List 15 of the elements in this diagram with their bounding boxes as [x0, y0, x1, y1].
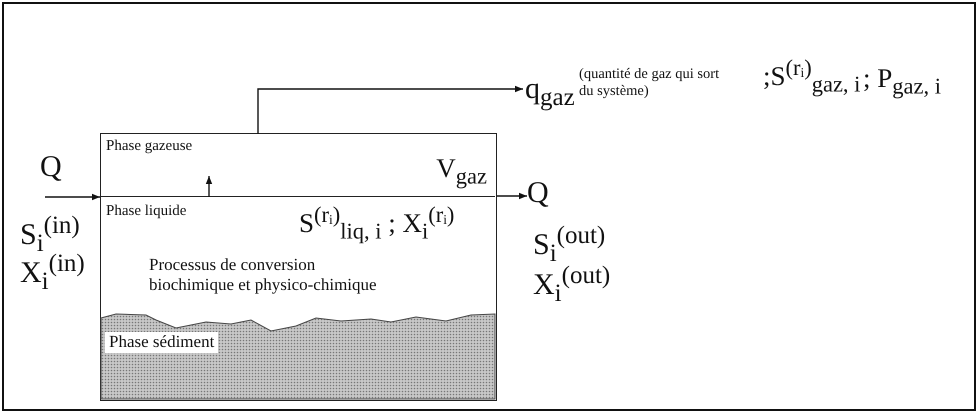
zone-label: Phase sédiment: [105, 332, 218, 353]
reactor-box: [100, 133, 497, 401]
pressure-formula: ; P$_{gaz, i}$: [863, 64, 942, 100]
arrow: [45, 194, 100, 200]
arrow: [257, 86, 523, 134]
volume-symbol: V$_{gaz}$: [436, 154, 487, 190]
arrow: [497, 192, 527, 200]
flow-symbol: Q: [527, 176, 549, 209]
zone-label: Phase gazeuse: [106, 138, 192, 154]
flow-symbol: q$_{gaz}$: [525, 72, 575, 112]
arrow: [206, 176, 212, 197]
flow-description: (quantité de gaz qui sort du système): [579, 66, 720, 100]
process-description: Processus de conversion biochimique et physico-chimique: [149, 255, 378, 294]
flow-symbol: Q: [40, 150, 62, 183]
zone-label: Phase liquide: [106, 203, 186, 220]
